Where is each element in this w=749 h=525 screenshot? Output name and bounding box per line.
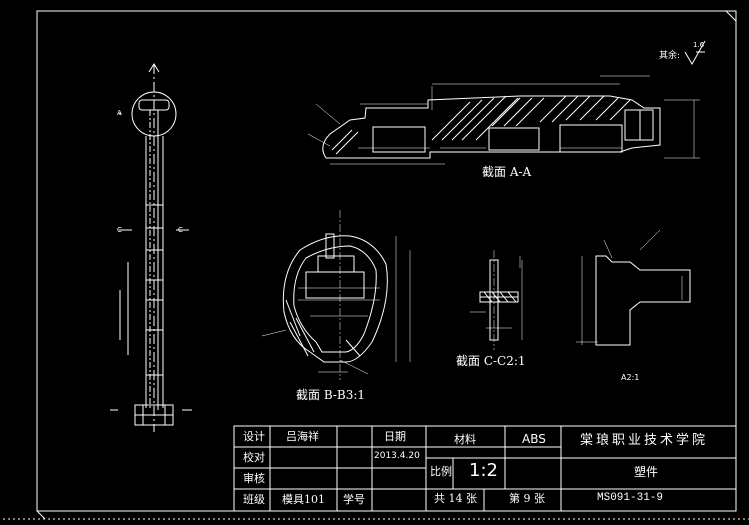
roughness-label: 其余: (659, 51, 681, 61)
class-label: 班级 (243, 493, 265, 506)
title-block-grid (233, 425, 737, 512)
sheet-number: 第 9 张 (509, 492, 545, 505)
detail-a-label: A2:1 (621, 373, 640, 382)
scale-label: 比例 (430, 465, 452, 478)
cut-mark-c-left: C (117, 226, 122, 234)
designer-name: 吕海祥 (286, 430, 319, 443)
section-bb-view (261, 210, 411, 380)
sheet-total: 共 14 张 (434, 492, 477, 505)
part-name: 塑件 (634, 465, 659, 479)
school-name: 棠琅职业技术学院 (580, 433, 709, 448)
review-label: 审核 (243, 472, 265, 485)
main-view (110, 63, 192, 432)
material-label: 材料 (454, 433, 476, 446)
class-value: 模具101 (282, 493, 325, 506)
roughness-symbol-icon (684, 40, 706, 66)
section-aa-view (307, 75, 700, 165)
student-no-label: 学号 (343, 493, 365, 506)
date-label: 日期 (384, 430, 406, 443)
detail-a-view (576, 229, 691, 346)
section-aa-label: 截面 A-A (482, 165, 532, 179)
cut-mark-a: A (117, 109, 122, 117)
section-cc-label: 截面 C-C2:1 (456, 354, 526, 368)
design-label: 设计 (243, 430, 265, 443)
check-label: 校对 (243, 451, 265, 464)
section-cc-view (470, 250, 523, 350)
material-value: ABS (522, 432, 546, 446)
section-bb-label: 截面 B-B3:1 (296, 388, 366, 402)
cut-mark-c-right: C (178, 226, 183, 234)
date-value: 2013.4.20 (374, 451, 420, 461)
drawing-number: MS091-31-9 (597, 492, 664, 504)
scale-value: 1:2 (469, 460, 498, 481)
roughness-value: 1.6 (693, 41, 705, 49)
